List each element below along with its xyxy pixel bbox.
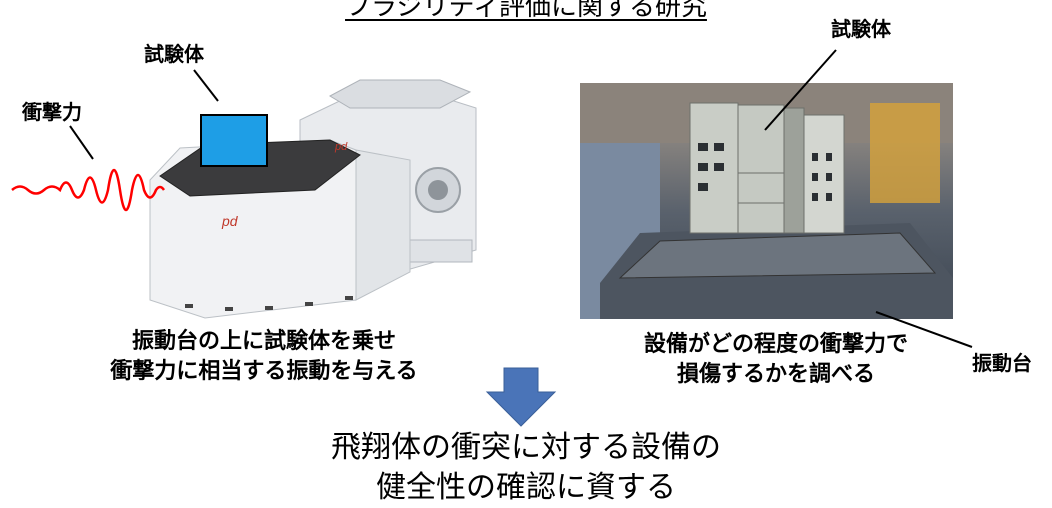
conclusion-line-1: 飛翔体の衝突に対する設備の [331,430,721,465]
left-specimen-label: 試験体 [144,42,204,66]
right-caption: 設備がどの程度の衝撃力で 損傷するかを調べる [606,330,946,390]
page-title: フラジリティ評価に関する研究 [345,0,707,22]
right-caption-line-2: 損傷するかを調べる [676,362,875,387]
conclusion: 飛翔体の衝突に対する設備の 健全性の確認に資する [226,428,826,508]
specimen-box [200,114,268,167]
left-caption-line-2: 衝撃力に相当する振動を与える [110,359,418,384]
impact-wave [11,168,166,212]
right-specimen-label: 試験体 [831,17,891,41]
table-label: 振動台 [972,351,1032,375]
svg-text:pd: pd [221,213,239,229]
impact-label: 衝撃力 [22,100,82,124]
down-arrow-icon [485,367,557,427]
conclusion-line-2: 健全性の確認に資する [376,470,676,505]
cabinet-test-photo [580,83,953,319]
left-caption-line-1: 振動台の上に試験体を乗せ [131,329,396,354]
right-caption-line-1: 設備がどの程度の衝撃力で [643,332,908,357]
svg-text:pd: pd [334,141,348,153]
left-caption: 振動台の上に試験体を乗せ 衝撃力に相当する振動を与える [68,327,460,387]
